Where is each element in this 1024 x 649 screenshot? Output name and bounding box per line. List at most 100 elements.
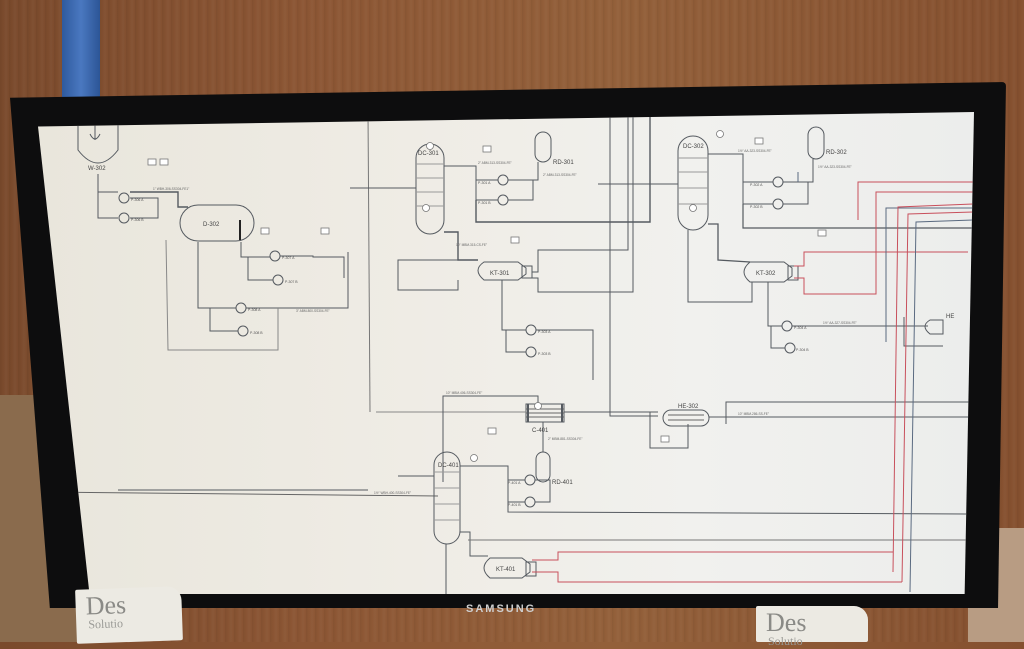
pipe-line xyxy=(903,317,943,347)
pipe-line xyxy=(130,191,188,208)
instrument-tag xyxy=(260,227,270,235)
pump-p301b xyxy=(497,194,509,206)
pump-p303b xyxy=(525,346,537,358)
tag-pump: P-302 B xyxy=(750,205,763,209)
pipe-line xyxy=(240,242,345,281)
line-label: 1½" AA-323-SS304-FE" xyxy=(738,149,772,153)
tag-pump: P-301 B xyxy=(478,201,491,205)
tag-pump: P-302 A xyxy=(750,183,763,187)
tag-pump: P-303 B xyxy=(538,352,551,356)
pipe-line xyxy=(38,491,439,497)
kettle-kt301 xyxy=(477,261,527,281)
utility-line xyxy=(857,181,973,220)
instrument-tag xyxy=(147,158,157,166)
pipe-line xyxy=(708,153,814,205)
tag-pump: P-401 A xyxy=(508,481,521,485)
tag-w302: W-302 xyxy=(88,166,106,172)
pump-p306b xyxy=(118,212,130,224)
utility-line xyxy=(794,251,968,267)
pump-p308b xyxy=(237,325,249,337)
pump-p401a xyxy=(524,474,536,486)
instrument-tag xyxy=(817,229,827,237)
instrument-tag xyxy=(754,137,764,145)
utility-line xyxy=(901,211,974,583)
line-label: 2" MBM-881-SS304-FE" xyxy=(548,437,583,441)
column-dc302 xyxy=(677,135,709,231)
tag-pump: P-307 B xyxy=(285,280,298,284)
sticky-note-right: Des Solutio xyxy=(756,606,868,648)
pipe-line xyxy=(532,117,634,293)
pump-p302a xyxy=(772,176,784,188)
tag-pump: P-304 A xyxy=(794,326,807,330)
tag-pump: P-308 B xyxy=(250,331,263,335)
blue-tape-strip xyxy=(62,0,100,100)
pipe-line xyxy=(444,162,539,201)
kettle-kt401 xyxy=(483,557,531,579)
instrument-bubble xyxy=(426,142,434,150)
pipe-line xyxy=(97,174,159,219)
pipe-line xyxy=(508,479,551,503)
tag-rd401: RD-401 xyxy=(552,480,573,486)
pipe-line xyxy=(367,112,371,413)
utility-line xyxy=(794,191,973,295)
monitor-brand-logo: SAMSUNG xyxy=(466,603,537,615)
tag-pump: P-308 A xyxy=(248,308,261,312)
note-heading: Des xyxy=(766,608,807,637)
reflux-drum-rd302 xyxy=(807,126,825,160)
pipe-line xyxy=(725,401,973,424)
pipe-line xyxy=(501,280,594,380)
instrument-bubble xyxy=(422,204,430,212)
pump-p304b xyxy=(784,342,796,354)
tag-pump: P-304 B xyxy=(796,348,809,352)
instrument-bubble xyxy=(716,130,724,138)
pump-p307a xyxy=(269,250,281,262)
pipe-line xyxy=(397,259,478,291)
kettle-kt302 xyxy=(743,261,793,283)
instrument-tag xyxy=(510,236,520,244)
pump-p304a xyxy=(781,320,793,332)
column-dc401 xyxy=(433,451,461,545)
tag-kt301: KT-301 xyxy=(490,271,510,277)
pump-p301a xyxy=(497,174,509,186)
tag-d302: D-302 xyxy=(203,222,220,228)
tag-he302: HE-302 xyxy=(678,404,699,410)
line-label: 10" MBM-406-SS304-FE" xyxy=(446,391,482,395)
kettle-bundle xyxy=(787,265,799,281)
vessel-w302 xyxy=(77,112,119,164)
line-label: 10" MBM-286-SS-FE" xyxy=(738,412,769,416)
tag-kt401: KT-401 xyxy=(496,567,516,573)
pipe-line xyxy=(460,465,969,515)
tag-kt302: KT-302 xyxy=(756,271,776,277)
instrument-line xyxy=(165,239,279,351)
tag-rd301: RD-301 xyxy=(553,160,574,166)
pipe-line xyxy=(767,282,928,349)
tag-pump: P-301 A xyxy=(478,181,491,185)
utility-line xyxy=(532,551,893,561)
pipe-line xyxy=(442,395,539,482)
sticky-note-left: Des Solutio xyxy=(75,586,183,644)
pump-p306a xyxy=(118,192,130,204)
pipe-line xyxy=(460,531,488,557)
line-label: 1½" WBH-400-SS304-FE" xyxy=(374,491,411,495)
tag-pump: P-307 A xyxy=(282,256,295,260)
instrument-tag xyxy=(482,145,492,153)
exchanger-he xyxy=(924,319,944,335)
pump-p303a xyxy=(525,324,537,336)
tag-he: HE xyxy=(946,314,954,320)
instrument-tag xyxy=(159,158,169,166)
pump-p308a xyxy=(235,302,247,314)
utility-line xyxy=(885,207,973,342)
pipe-line xyxy=(532,117,629,273)
pid-diagram: W-302 D-302 DC-301 RD-301 KT-301 DC-302 … xyxy=(38,112,974,594)
line-label: 3" ABM-800-SS304-FE" xyxy=(296,309,330,313)
tag-dc401: DC-401 xyxy=(438,463,459,469)
kettle-bundle xyxy=(525,561,537,577)
instrument-bubble xyxy=(689,204,697,212)
line-label: 1" WBH-306-SS304-FE1" xyxy=(153,187,189,191)
pump-p401b xyxy=(524,496,536,508)
tag-pump: P-306 B xyxy=(131,218,144,222)
column-dc301 xyxy=(415,143,445,235)
instrument-bubble xyxy=(470,454,478,462)
tag-dc301: DC-301 xyxy=(418,151,439,157)
pipe-line xyxy=(609,114,658,417)
